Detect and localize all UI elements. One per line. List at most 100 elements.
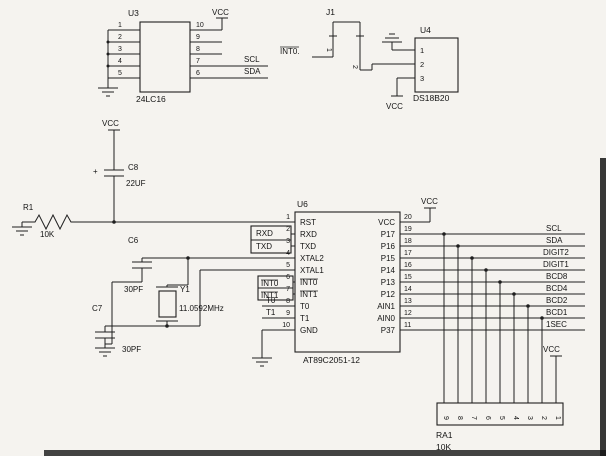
u6-pin-number: 11: [404, 322, 411, 329]
ra1-vcc-label: VCC: [543, 345, 560, 354]
net-label-sda: SDA: [244, 67, 261, 76]
int0-int1-port-box: INT0 INT1: [257, 275, 294, 301]
net-label-scl: SCL: [244, 55, 260, 64]
net-label: BCD1: [546, 308, 568, 317]
ra1-pin-number: 2: [540, 416, 547, 420]
u6-pin-name: T0: [300, 302, 310, 311]
u6-pin-name: P17: [381, 230, 396, 239]
u4-vcc-symbol: [391, 78, 403, 97]
u4-ds18b20: U4 DS18B20 1 2 3 VCC: [372, 25, 459, 111]
u6-pin-name: P37: [381, 326, 396, 335]
right-net-wires: [400, 232, 585, 403]
y1-ref-label: Y1: [180, 285, 190, 294]
net-label: SCL: [546, 224, 562, 233]
u6-pin-name: AIN1: [377, 302, 395, 311]
u6-pin-number: 19: [404, 226, 412, 233]
u6-pin-name: P13: [381, 278, 396, 287]
ra1-pin-number: 3: [526, 416, 533, 420]
ra1-vcc-symbol: [550, 355, 562, 403]
u6-vcc-label: VCC: [421, 197, 438, 206]
c7-capacitor: C7 30PF: [92, 304, 141, 354]
net-label: DIGIT1: [543, 260, 569, 269]
c7-ref-label: C7: [92, 304, 103, 313]
net-label: BCD4: [546, 284, 568, 293]
u6-pin-name: XTAL2: [300, 254, 324, 263]
u6-pin-number: 12: [404, 310, 412, 317]
ra1-resistor-array: RA1 10K VCC 9 8 7 6 5 4 3 2 1: [436, 345, 564, 452]
u6-pin-name: XTAL1: [300, 266, 324, 275]
u3-pin-number: 3: [118, 46, 122, 53]
c6-value-label: 30PF: [124, 285, 143, 294]
u3-left-wires: [106, 29, 140, 82]
u3-pin-number: 8: [196, 46, 200, 53]
net-label-rxd: RXD: [256, 229, 273, 238]
c6-capacitor: C6 30PF: [105, 236, 152, 345]
u3-pin-number: 5: [118, 70, 122, 77]
j1-wires: [312, 21, 373, 71]
u6-pin-name: T1: [300, 314, 310, 323]
u3-body: [139, 21, 191, 93]
u3-pin-number: 10: [196, 22, 204, 29]
u3-pin-number: 9: [196, 34, 200, 41]
u3-eeprom: U3 24LC16 1 2 3 4 5 10 9 8 7 6 VCC: [98, 8, 268, 104]
u6-pin-number: 9: [286, 310, 290, 317]
c7-ground-symbol: [95, 347, 115, 357]
u3-pin-number: 4: [118, 58, 122, 65]
u6-pin-name: TXD: [300, 242, 316, 251]
scan-artifacts: [44, 158, 606, 456]
u6-pin-number: 2: [286, 226, 290, 233]
u6-pin-number: 10: [282, 322, 290, 329]
c8-ref-label: C8: [128, 163, 139, 172]
u4-part-label: DS18B20: [413, 93, 450, 103]
u6-pin-number: 3: [286, 238, 290, 245]
u6-pin-number: 1: [286, 214, 290, 221]
u6-ground-symbol: [252, 357, 272, 367]
c7-value-label: 30PF: [122, 345, 141, 354]
u3-ground-symbol: [98, 82, 118, 97]
right-net-labels: SCL SDA DIGIT2 DIGIT1 BCD8 BCD4 BCD2 BCD…: [543, 224, 569, 329]
net-label-t0: T0: [266, 296, 276, 305]
u3-pin-number: 1: [118, 22, 122, 29]
r1-ground-symbol: [12, 222, 32, 236]
net-label: 1SEC: [546, 320, 567, 329]
ra1-pin-number: 7: [470, 416, 477, 420]
u6-pin-number: 17: [404, 250, 412, 257]
r1-resistor: R1 10K: [12, 203, 295, 239]
u6-pin-name: INT0: [300, 278, 318, 287]
crystal-network: C6 30PF Y1 11.0592MHz C7 30PF: [92, 236, 295, 357]
ra1-pin-number: 8: [456, 416, 463, 420]
u3-pin-number: 7: [196, 58, 200, 65]
ra1-pin-number: 5: [498, 416, 505, 420]
u6-pin-name: GND: [300, 326, 318, 335]
ra1-pin-number: 1: [554, 416, 561, 420]
u6-pin-name: AIN0: [377, 314, 395, 323]
j1-ref-label: J1: [326, 7, 335, 17]
ra1-body: [436, 402, 564, 426]
u4-ground-symbol: [382, 33, 402, 43]
u4-ref-label: U4: [420, 25, 431, 35]
u6-left-wires: [261, 233, 295, 358]
u6-pin-number: 6: [286, 274, 290, 281]
u3-right-wires: [190, 17, 268, 79]
u6-vcc-symbol: [400, 207, 436, 223]
u4-body: [414, 37, 459, 93]
c8-vcc-label: VCC: [102, 119, 119, 128]
u6-pin-number: 4: [286, 250, 290, 257]
net-label-txd: TXD: [256, 242, 272, 251]
c8-capacitor: VCC + C8 22UF: [93, 119, 146, 224]
r1-ref-label: R1: [23, 203, 34, 212]
u6-pin-name: P14: [381, 266, 396, 275]
u6-pin-number: 15: [404, 274, 412, 281]
u6-mcu: U6 AT89C2051-12 RXD TXD INT0 INT1: [250, 197, 438, 367]
ra1-ref-label: RA1: [436, 430, 453, 440]
u4-wires: [372, 42, 415, 79]
u6-pin-number: 18: [404, 238, 412, 245]
u6-pin-name: P15: [381, 254, 396, 263]
c6-ref-label: C6: [128, 236, 139, 245]
c8-value-label: 22UF: [126, 179, 146, 188]
c8-polarity-mark: +: [93, 167, 98, 176]
y1-crystal: Y1 11.0592MHz: [156, 285, 224, 326]
ra1-pin-number: 4: [512, 416, 519, 420]
